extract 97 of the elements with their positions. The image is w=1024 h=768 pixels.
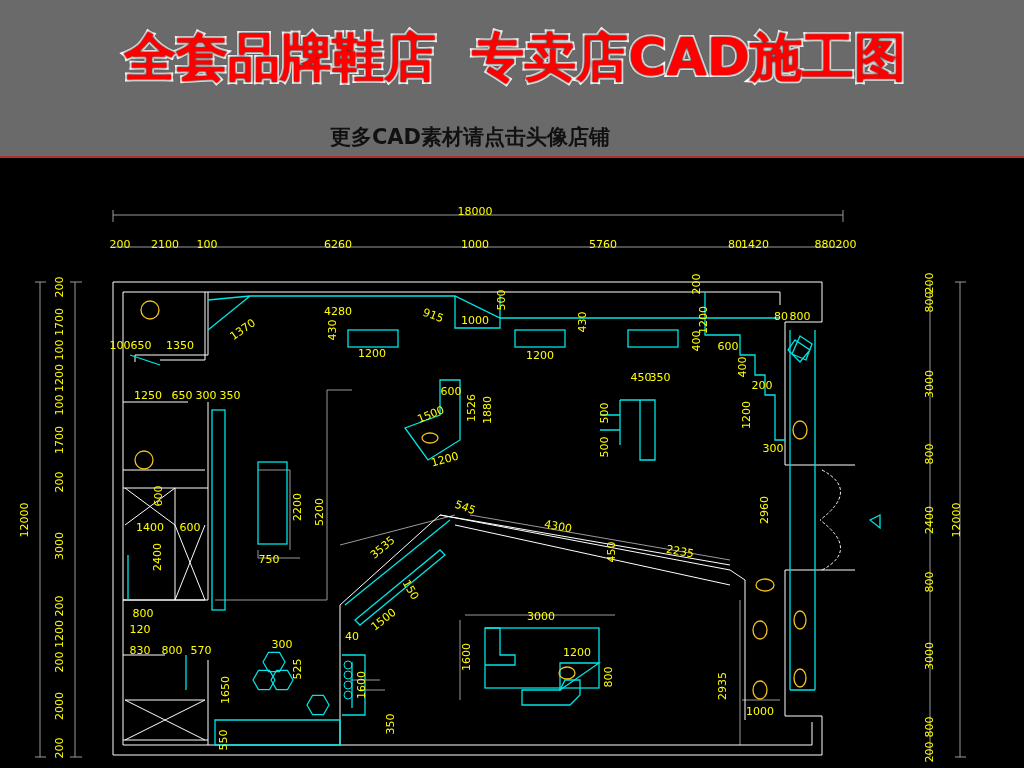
dimension-label: 100 <box>54 339 66 361</box>
dimension-label: 18000 <box>457 206 493 218</box>
dimension-label: 800 <box>924 716 936 738</box>
dimension-label: 570 <box>190 645 212 657</box>
dimension-label: 430 <box>577 311 589 333</box>
dimension-label: 550 <box>218 729 230 751</box>
dimension-label: 100 <box>109 340 131 352</box>
dimension-label: 1200 <box>54 364 66 392</box>
dimension-label: 120 <box>129 624 151 636</box>
dimension-label: 1200 <box>429 450 461 470</box>
dimension-label: 800 <box>132 608 154 620</box>
dimension-label: 1880 <box>482 396 494 424</box>
dimension-label: 1000 <box>746 706 774 718</box>
dimension-label: 915 <box>421 306 445 326</box>
dimension-label: 200 <box>54 737 66 759</box>
dimension-label: 1200 <box>563 647 591 659</box>
dimension-label: 800 <box>789 311 811 323</box>
dimension-label: 80 <box>728 239 742 251</box>
dimension-label: 880 <box>814 239 836 251</box>
dimension-label: 1500 <box>415 404 447 426</box>
dimension-label: 3000 <box>54 532 66 560</box>
dimension-label: 650 <box>130 340 152 352</box>
dimension-label: 1650 <box>220 676 232 704</box>
dimension-label: 200 <box>54 595 66 617</box>
dimension-label: 1000 <box>461 315 489 327</box>
dimension-label: 1000 <box>461 239 489 251</box>
dimension-label: 200 <box>691 273 703 295</box>
dimension-label: 800 <box>161 645 183 657</box>
dimension-label: 430 <box>327 319 339 341</box>
dimension-label: 12000 <box>19 502 31 538</box>
dimension-label: 650 <box>171 390 193 402</box>
dimension-label: 1200 <box>741 401 753 429</box>
dimension-label: 1200 <box>526 350 554 362</box>
dimension-label: 450 <box>606 541 618 563</box>
dimension-label: 2100 <box>151 239 179 251</box>
dimension-label: 4300 <box>543 518 573 536</box>
dimension-label: 12000 <box>951 502 963 538</box>
dimension-label: 200 <box>54 276 66 298</box>
dimension-label: 2935 <box>717 672 729 700</box>
dimension-label: 2960 <box>759 496 771 524</box>
dimension-label: 1200 <box>358 348 386 360</box>
dimension-label: 200 <box>924 272 936 294</box>
dimension-label: 2200 <box>292 493 304 521</box>
dimension-label: 1420 <box>741 239 769 251</box>
dimension-label: 1250 <box>134 390 162 402</box>
dimension-label: 5200 <box>314 498 326 526</box>
dimension-label: 200 <box>54 471 66 493</box>
dimension-label: 350 <box>649 372 671 384</box>
dimension-label: 300 <box>762 443 784 455</box>
dimension-label: 2235 <box>665 543 695 561</box>
dimension-label: 1700 <box>54 308 66 336</box>
dimension-label: 500 <box>599 436 611 458</box>
dimension-label: 3000 <box>924 642 936 670</box>
dimension-label: 200 <box>835 239 857 251</box>
dimension-label: 80 <box>774 311 788 323</box>
dimension-label: 5760 <box>589 239 617 251</box>
dimension-label: 830 <box>129 645 151 657</box>
dimension-label: 600 <box>153 485 165 507</box>
dimension-label: 500 <box>599 402 611 424</box>
dimension-label: 1526 <box>466 394 478 422</box>
dimension-label: 600 <box>717 341 739 353</box>
dimension-label: 800 <box>924 291 936 313</box>
dimension-label: 350 <box>385 713 397 735</box>
dimension-label: 800 <box>603 666 615 688</box>
dimension-label: 350 <box>219 390 241 402</box>
dimension-label: 600 <box>179 522 201 534</box>
dimension-label: 800 <box>924 443 936 465</box>
dimension-label: 450 <box>630 372 652 384</box>
dimension-label: 750 <box>258 554 280 566</box>
dimension-label: 100 <box>196 239 218 251</box>
dimension-label: 200 <box>109 239 131 251</box>
dimension-label: 300 <box>195 390 217 402</box>
dimension-label: 500 <box>496 289 508 311</box>
dimension-label: 3000 <box>924 370 936 398</box>
dimension-label: 525 <box>292 658 304 680</box>
dimension-label: 545 <box>453 498 477 518</box>
dimension-label: 1400 <box>136 522 164 534</box>
dimension-label: 1350 <box>166 340 194 352</box>
title: 全套品牌鞋店 专卖店CAD施工图 <box>122 26 907 89</box>
dimension-label: 2400 <box>924 506 936 534</box>
dimension-label: 800 <box>924 571 936 593</box>
dimension-label: 100 <box>54 394 66 416</box>
dimension-label: 3000 <box>527 611 555 623</box>
dimension-label: 2400 <box>152 543 164 571</box>
dimension-label: 40 <box>345 631 359 643</box>
caption: 更多CAD素材请点击头像店铺 <box>328 124 612 151</box>
dimension-label: 6260 <box>324 239 352 251</box>
dimension-label: 200 <box>924 741 936 763</box>
dimension-label: 1600 <box>461 643 473 671</box>
dimension-label: 2000 <box>54 692 66 720</box>
dimension-label: 4280 <box>324 306 352 318</box>
dimension-label: 300 <box>271 639 293 651</box>
dimension-label: 1200 <box>54 620 66 648</box>
dimension-label: 1600 <box>356 671 368 699</box>
dimension-label: 1700 <box>54 426 66 454</box>
dimension-label: 400 <box>737 356 749 378</box>
dimension-label: 200 <box>54 651 66 673</box>
